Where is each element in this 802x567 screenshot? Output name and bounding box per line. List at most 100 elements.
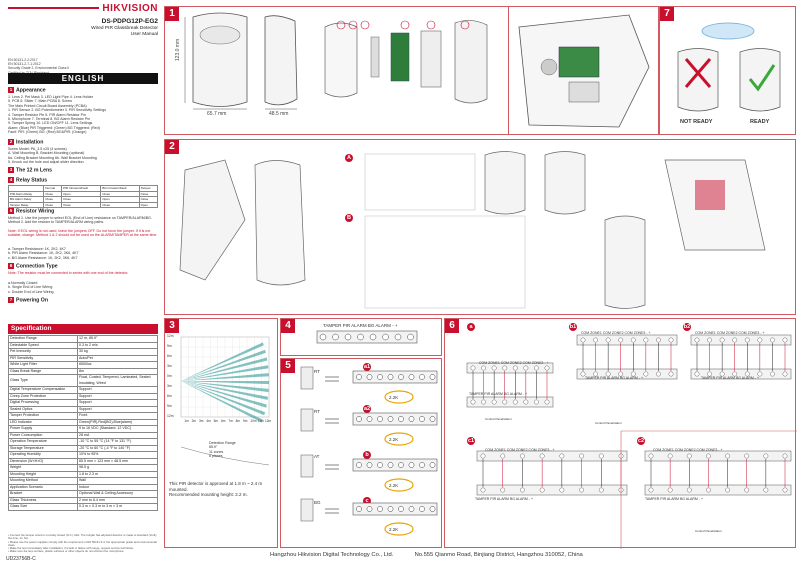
coverage-caption: This PIR detector is approved at 1.8 m ~… [169, 481, 275, 498]
terminal-screw [481, 399, 486, 405]
terminal-screw [763, 487, 769, 493]
panel-number: 7 [660, 7, 674, 21]
detection-zone [181, 381, 267, 408]
connection-wiring-drawing [466, 334, 797, 549]
side-profile [180, 446, 270, 466]
terminal-screw [656, 371, 661, 377]
control-panel-terminals [644, 450, 792, 462]
sub-b2-badge: b2 [683, 323, 691, 331]
detector-terminals [690, 368, 792, 380]
detection-zone [181, 381, 269, 400]
terminal-screw [667, 453, 673, 459]
panel-connection: 6 a b1 b2 c1 c2 COM ZONE1 COM ZONE2 COM … [444, 318, 797, 549]
x-tick-label: 3m [199, 419, 204, 423]
section-title: Powering On [16, 297, 48, 304]
cert-line: Certified by TÜV Rheinland [8, 71, 158, 75]
sub-b1-badge: b1 [569, 323, 577, 331]
text-line: 6a. Ceiling Bracket Mounting 6b. Wall Br… [8, 155, 97, 160]
terminal-screw [502, 399, 508, 405]
jumper-label: AT [314, 454, 320, 459]
spec-value: 0.3 m × 0.3 m to 3 m × 3 m [77, 503, 158, 511]
control-panel-header: COM ZONE1 COM ZONE2 COM ZONE3 - + [479, 361, 549, 365]
terminal-screw [408, 462, 415, 468]
note-line: • Please use the power supplies comply w… [8, 539, 157, 547]
section-title: Appearance [16, 87, 46, 94]
y-tick-label: 9m [167, 344, 172, 348]
detector-terminals [466, 396, 554, 408]
cert-line: EN 50131-2-2:2017 [8, 58, 38, 62]
x-tick-label: 4m [206, 419, 211, 423]
text-line: b. PIR Alarm Resistance: 1K, 2K2, 3K6, 4… [8, 251, 79, 256]
terminal-screw [782, 487, 788, 493]
terminal-block-drawing [316, 330, 418, 344]
terminal-screw [643, 371, 649, 377]
x-tick-label: 8m [235, 419, 241, 423]
detection-zone [181, 365, 269, 381]
terminal-screw [605, 371, 611, 377]
resistor-value: 2.2K [389, 483, 399, 488]
text-line: 5. PCB 6. Slider 7. Main PCBA 8. Screw [8, 99, 72, 104]
terminal-screw [643, 337, 649, 343]
terminal-screw [408, 416, 415, 422]
terminal-screw [398, 462, 404, 468]
terminal-screw [763, 453, 769, 459]
terminal-screw [480, 453, 486, 459]
appearance-text: 1. Lens 2. Pet Mask 3. LED Light Pipe 4.… [8, 95, 158, 135]
terminal-screw [544, 399, 550, 405]
terminal-screw [656, 337, 661, 343]
terminal-screw [398, 374, 404, 380]
terminal-screw [593, 337, 598, 343]
terminal-screw [491, 365, 497, 371]
detection-zone [181, 381, 269, 385]
terminal-screw [356, 506, 362, 512]
panel-installation: 2 A B [164, 139, 796, 315]
section-title: The 12 m Lens [16, 167, 53, 174]
y-tick-label: 6m [167, 394, 172, 398]
detector-terminals [576, 368, 678, 380]
step-a-badge: A [345, 154, 353, 162]
terminal-screw [332, 333, 339, 341]
section-title: Relay Status [16, 177, 48, 184]
text-line: 5. Knock out the hole and adjust slider … [8, 160, 85, 165]
terminal-screw [744, 337, 750, 343]
panel-pcb [509, 6, 659, 135]
resistor-values: a. Tamper Resistance: 1K, 2K2, 4K7 b. PI… [8, 247, 158, 260]
manual-subtitle: Wired PIR Glassbreak Detector User Manua… [8, 26, 158, 38]
text-line: b. Single End of Line Wiring [8, 285, 53, 290]
section-title: Installation [16, 139, 44, 146]
brand-logo: HIKVISION [8, 3, 158, 16]
x-tick-label: 1m [184, 419, 189, 423]
terminal-screw [523, 399, 529, 405]
terminal-screw [648, 487, 654, 493]
terminal-screw [520, 453, 525, 459]
x-tick-label: 2m [191, 419, 197, 423]
terminal-screw [356, 416, 362, 422]
installation-drawing [179, 151, 766, 309]
x-tick-label: 7m [228, 419, 233, 423]
dimension-depth: 48.5 mm [269, 111, 289, 117]
jumper-block [300, 454, 314, 478]
resistor-value: 2.2K [389, 437, 399, 442]
terminal-screw [344, 333, 352, 341]
detection-zone [181, 357, 268, 381]
terminal-screw [419, 416, 425, 422]
terminal-screw [394, 333, 402, 341]
terminal-screw [744, 487, 750, 493]
terminal-screw [598, 453, 604, 459]
terminal-screw [534, 399, 539, 405]
brand-name: HIKVISION [99, 3, 158, 14]
terminal-screw [366, 506, 373, 512]
terminal-screw [618, 371, 624, 377]
terminal-screw [667, 487, 673, 493]
section-number: 1 [8, 87, 14, 93]
panel-number: 3 [165, 319, 179, 333]
terminal-screw [429, 506, 436, 512]
not-ready-label: NOT READY [680, 119, 713, 125]
terminal-screw [757, 371, 763, 377]
terminal-screw [500, 453, 506, 459]
spec-value: Float, Coated, Tempered, Laminated, Seal… [77, 374, 158, 387]
